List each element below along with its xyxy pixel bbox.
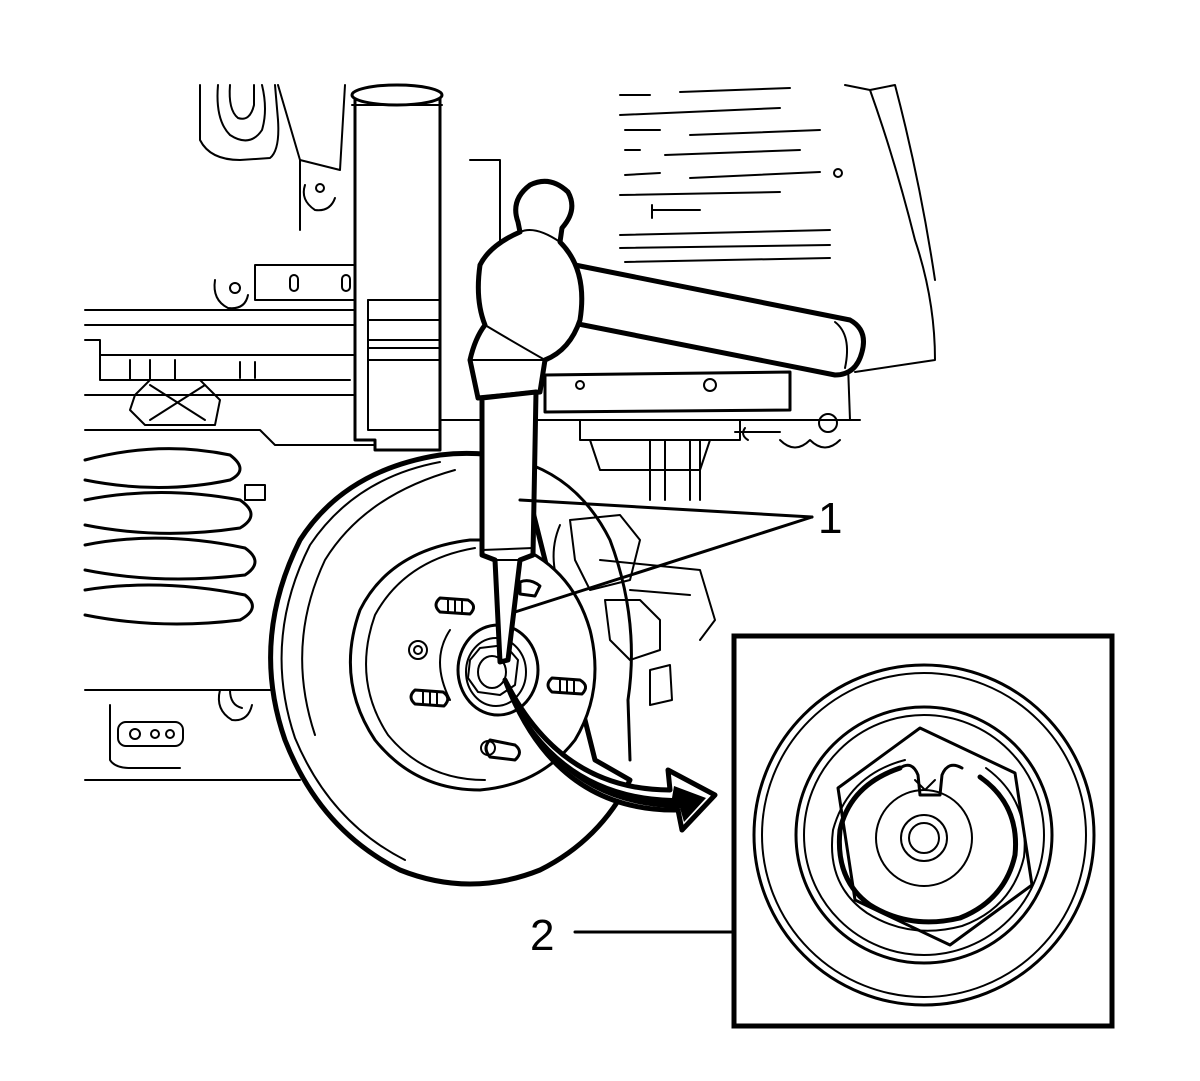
callout-1-leaders: [513, 498, 814, 614]
wheel-stud: [518, 579, 542, 598]
wheel-stud: [409, 688, 450, 708]
vehicle-underbody: [83, 84, 936, 781]
brake-rotor: [268, 450, 633, 887]
coil-spring: [83, 447, 257, 626]
punch-tool: [479, 389, 539, 665]
wheel-stud: [546, 676, 587, 696]
detail-inset: [573, 633, 1115, 1029]
hammer-tool: [467, 178, 866, 401]
hub-nut-detail: [752, 663, 1096, 1007]
wheel-stud: [480, 738, 521, 762]
wheel-stud: [434, 596, 475, 616]
callout-2-label: 2: [530, 911, 554, 960]
detail-arrow: [502, 677, 718, 833]
wheel-studs: [409, 579, 587, 762]
callout-1-label: 1: [818, 494, 842, 543]
